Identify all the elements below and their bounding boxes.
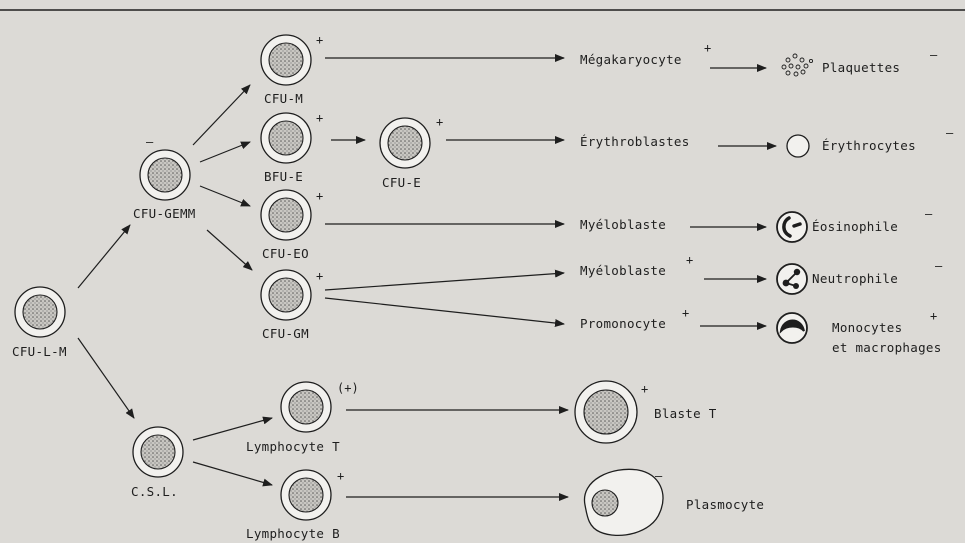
label-megakaryocyte: Mégakaryocyte	[580, 52, 682, 67]
cell-lymphocyte-b	[281, 470, 331, 520]
cell-blaste-t	[575, 381, 637, 443]
sign-plaquettes: –	[930, 48, 938, 62]
sign-cfu-e: +	[436, 115, 443, 129]
label-monocytes: Monocytes	[832, 320, 902, 335]
label-lymphocyte-t: Lymphocyte T	[246, 439, 340, 454]
sign-cfu-gemm: –	[146, 135, 154, 149]
sign-cfu-gm: +	[316, 269, 323, 283]
eosinophil-icon	[777, 212, 807, 242]
label-cfu-gm: CFU-GM	[262, 326, 309, 341]
label-cfu-gemm: CFU-GEMM	[133, 206, 196, 221]
label-neutrophile: Neutrophile	[812, 271, 898, 286]
sign-neutrophile: –	[935, 259, 943, 273]
platelets-icon	[782, 54, 813, 76]
label-macrophages: et macrophages	[832, 340, 942, 355]
edges	[78, 58, 776, 497]
sign-lymphocyte-t: (+)	[337, 381, 359, 395]
sign-plasmocyte: –	[655, 469, 663, 483]
neutrophil-icon	[777, 264, 807, 294]
label-lymphocyte-b: Lymphocyte B	[246, 526, 340, 541]
cell-plasmocyte	[584, 469, 663, 535]
erythrocyte-icon	[787, 135, 809, 157]
edge-gemm-bfue	[200, 142, 250, 162]
edge-cfugm-myelo	[325, 273, 564, 290]
sign-cfu-eo: +	[316, 189, 323, 203]
monocyte-icon	[777, 313, 807, 343]
edge-csl-lymt	[193, 418, 272, 440]
cell-csl	[133, 427, 183, 477]
sign-eosinophile: –	[925, 207, 933, 221]
edge-csl-lymb	[193, 462, 272, 485]
cell-cfu-eo	[261, 190, 311, 240]
label-blaste-t: Blaste T	[654, 406, 717, 421]
label-myeloblaste-eo: Myéloblaste	[580, 217, 666, 232]
edge-cfugm-promono	[325, 298, 564, 324]
sign-erythrocytes: –	[946, 126, 954, 140]
edge-cflm-csl	[78, 338, 134, 418]
label-erythroblastes: Érythroblastes	[580, 134, 690, 149]
cell-cfu-gm	[261, 270, 311, 320]
label-cfu-eo: CFU-EO	[262, 246, 309, 261]
label-myeloblaste-n: Myéloblaste	[580, 263, 666, 278]
cell-lymphocyte-t	[281, 382, 331, 432]
sign-megakaryocyte: +	[704, 41, 711, 55]
cell-cfu-l-m	[15, 287, 65, 337]
edge-cflm-gemm	[78, 225, 130, 288]
label-bfu-e: BFU-E	[264, 169, 303, 184]
cell-bfu-e	[261, 113, 311, 163]
label-eosinophile: Éosinophile	[812, 219, 898, 234]
label-cfu-m: CFU-M	[264, 91, 303, 106]
label-cfu-l-m: CFU-L-M	[12, 344, 67, 359]
sign-lymphocyte-b: +	[337, 469, 344, 483]
label-plasmocyte: Plasmocyte	[686, 497, 764, 512]
sign-promonocyte: +	[682, 306, 689, 320]
sign-myeloblaste-n: +	[686, 253, 693, 267]
label-csl: C.S.L.	[131, 484, 178, 499]
edge-gemm-cfueo	[200, 186, 250, 206]
label-promonocyte: Promonocyte	[580, 316, 666, 331]
sign-cfu-m: +	[316, 33, 323, 47]
cell-cfu-m	[261, 35, 311, 85]
cell-cfu-e	[380, 118, 430, 168]
label-cfu-e: CFU-E	[382, 175, 421, 190]
sign-bfu-e: +	[316, 111, 323, 125]
sign-monocytes: +	[930, 309, 937, 323]
edge-gemm-cfum	[193, 85, 250, 145]
sign-blaste-t: +	[641, 382, 648, 396]
label-erythrocytes: Érythrocytes	[822, 138, 916, 153]
cell-cfu-gemm	[140, 150, 190, 200]
label-plaquettes: Plaquettes	[822, 60, 900, 75]
edge-gemm-cfugm	[207, 230, 252, 270]
